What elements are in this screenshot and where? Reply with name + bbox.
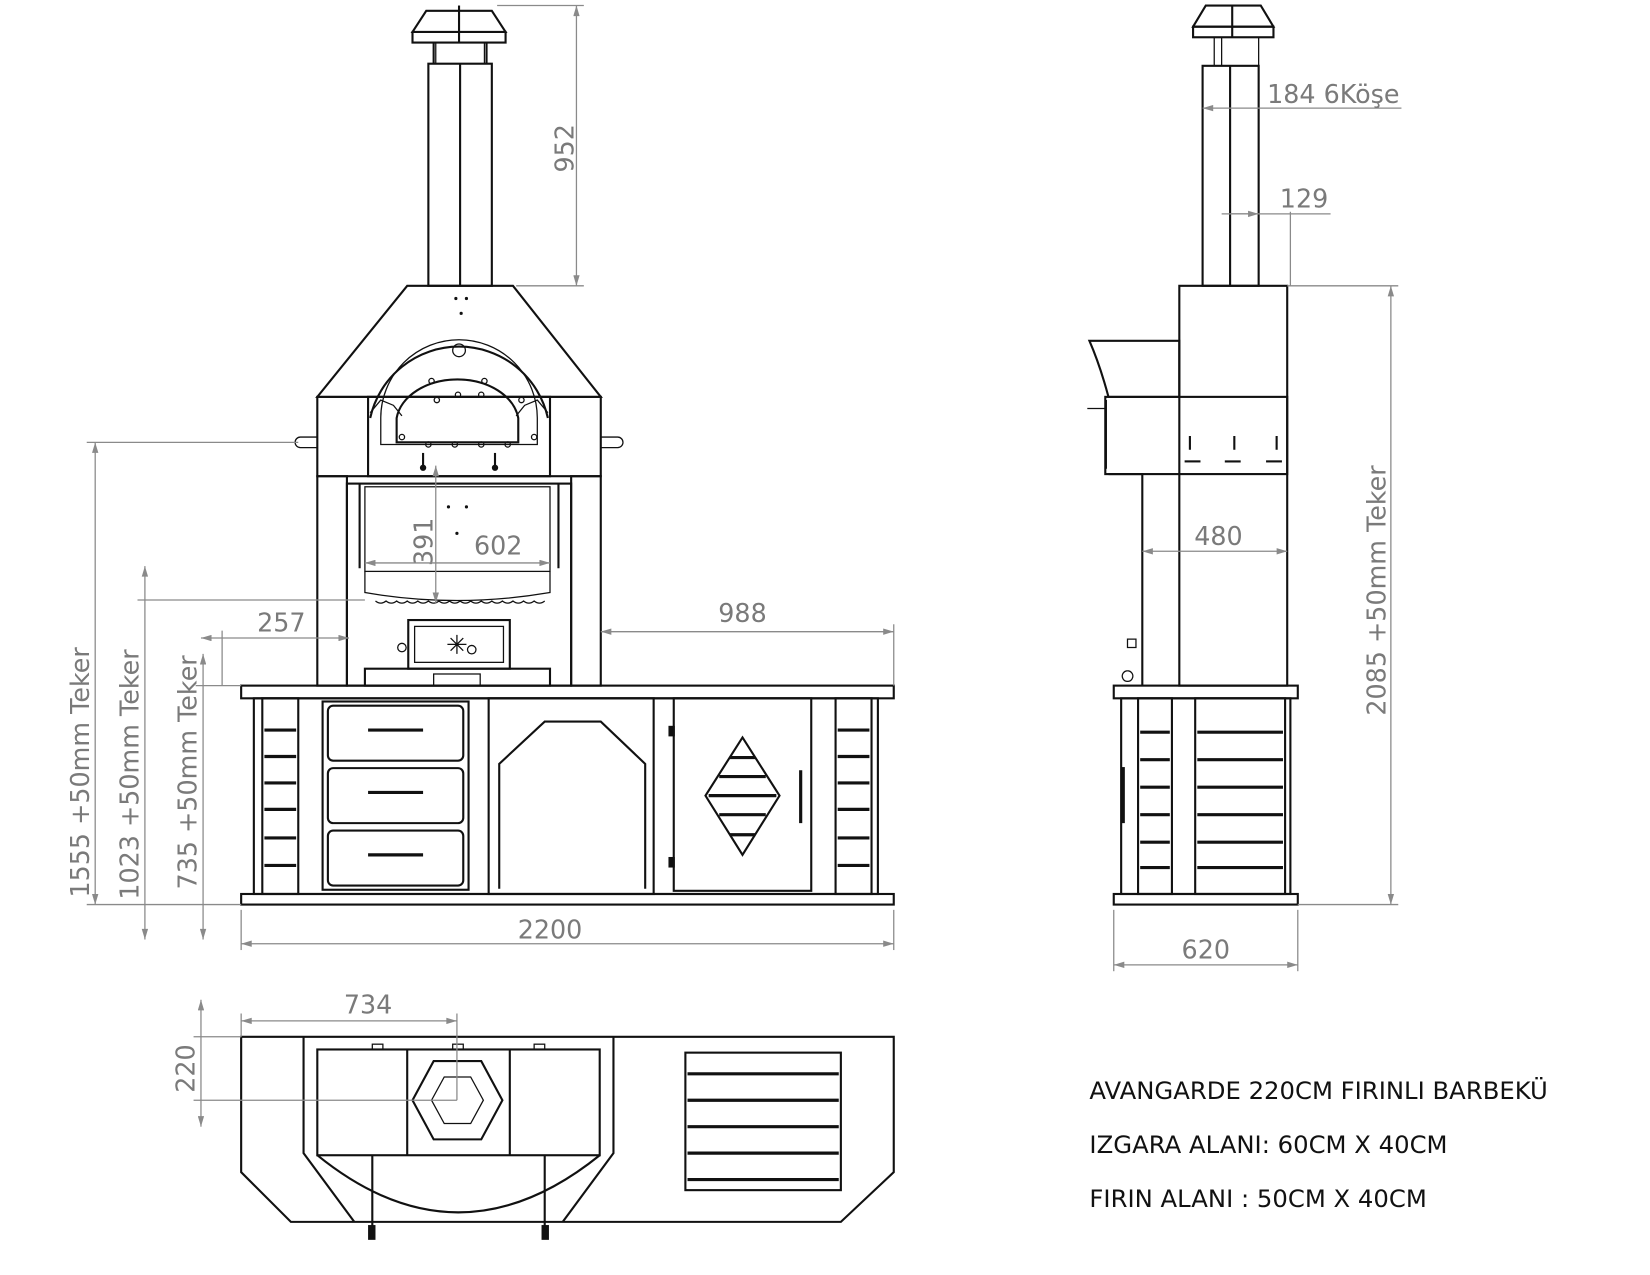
side-dimensions: 184 6Köşe 129 480 620 2085 +50mm Teker: [1113, 79, 1402, 972]
front-dimensions: 952 2200 988 257 391 602 1555 +50mm Teke…: [65, 4, 895, 951]
base-cabinet: [240, 684, 895, 906]
dim-depth-offset: 220: [171, 1044, 201, 1092]
drawer-2[interactable]: [326, 767, 465, 825]
dim-grill-offset: 734: [344, 990, 392, 1020]
side-chimney: [1191, 4, 1276, 287]
drawers: [321, 700, 470, 891]
side-view: 184 6Köşe 129 480 620 2085 +50mm Teker: [1087, 4, 1402, 972]
title-line-1: AVANGARDE 220CM FIRINLI BARBEKÜ: [1089, 1076, 1547, 1105]
dim-height-total: 2085 +50mm Teker: [1362, 465, 1392, 716]
dim-overall-width: 2200: [518, 914, 583, 944]
oven-rivets: [398, 377, 538, 448]
wood-storage-opening: [498, 720, 647, 889]
dim-height-735: 735 +50mm Teker: [173, 655, 203, 890]
dim-depth-upper: 480: [1194, 521, 1242, 551]
top-dimensions: 734 220: [171, 990, 458, 1127]
dim-right-counter: 988: [718, 598, 766, 628]
ash-grate: [433, 673, 481, 687]
title-line-3: FIRIN ALANI : 50CM X 40CM: [1089, 1184, 1426, 1213]
drawer-3[interactable]: [326, 829, 465, 887]
dim-grill-width: 602: [474, 530, 522, 560]
right-ornament-icon: [515, 399, 549, 417]
title-block: AVANGARDE 220CM FIRINLI BARBEKÜ IZGARA A…: [1089, 1076, 1547, 1213]
chimney: [410, 5, 508, 287]
dim-grill-height: 391: [409, 518, 439, 566]
left-ornament-icon: [369, 399, 403, 417]
dim-height-1555: 1555 +50mm Teker: [65, 647, 95, 898]
dim-chimney-inner: 129: [1280, 184, 1328, 214]
side-hood-lip: [1087, 339, 1181, 398]
dim-left-offset: 257: [257, 608, 305, 638]
cabinet-door[interactable]: [668, 697, 813, 892]
oven-hood: [294, 284, 624, 478]
dim-chimney-height: 952: [549, 124, 579, 172]
top-view: 734 220: [171, 990, 895, 1240]
grill-section: [316, 475, 602, 687]
fan-icon: [447, 634, 467, 654]
front-view: 952 2200 988 257 391 602 1555 +50mm Teke…: [65, 4, 895, 951]
firebox-door: [397, 618, 511, 670]
dim-height-1023: 1023 +50mm Teker: [115, 649, 145, 900]
dim-chimney-size: 184 6Köşe: [1267, 79, 1399, 109]
dim-depth-total: 620: [1182, 935, 1230, 965]
left-handle: [294, 436, 318, 449]
right-handle: [600, 436, 624, 449]
drawer-1[interactable]: [326, 704, 465, 762]
title-line-2: IZGARA ALANI: 60CM X 40CM: [1089, 1130, 1447, 1159]
